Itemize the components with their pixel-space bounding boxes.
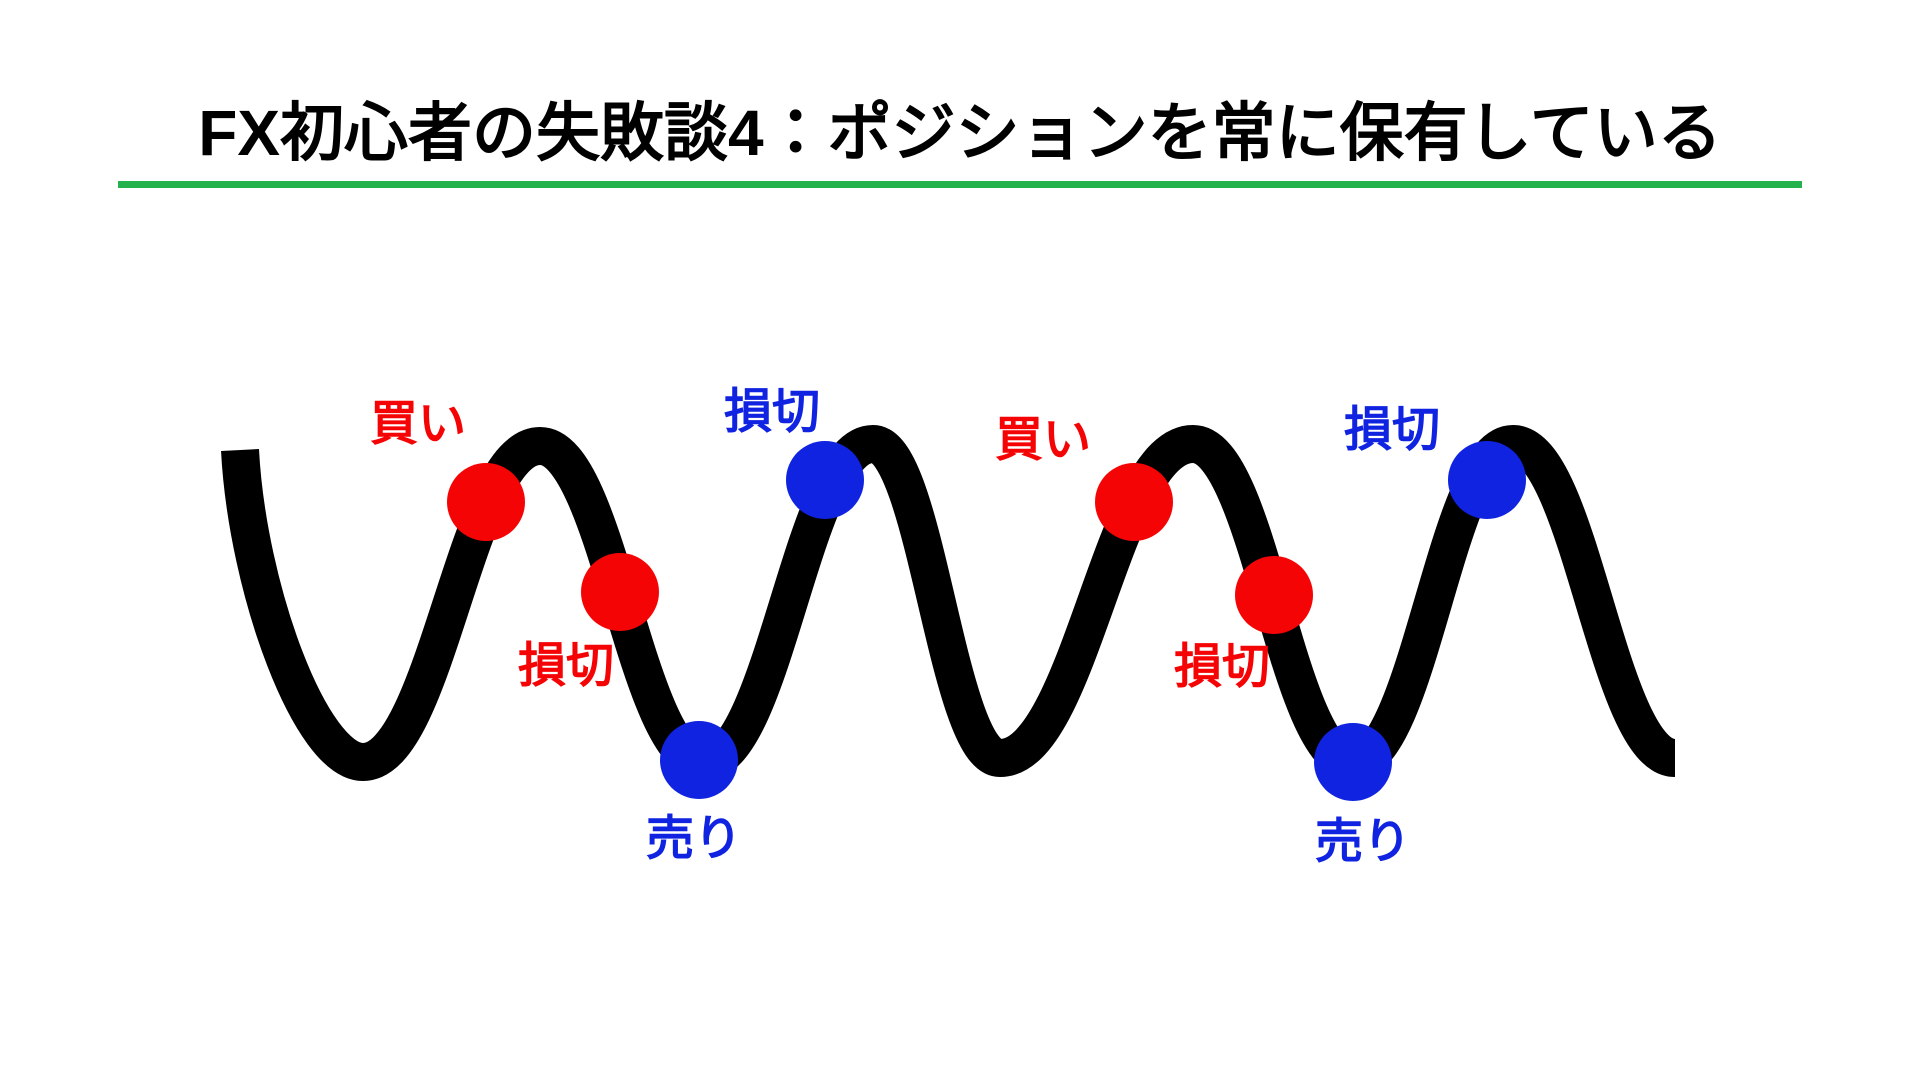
buy-2-label: 買い bbox=[995, 414, 1091, 467]
buy-1-label: 買い bbox=[370, 398, 466, 451]
stop-loss-1-dot bbox=[581, 553, 659, 631]
sell-1-dot bbox=[660, 721, 738, 799]
title-underline bbox=[118, 181, 1802, 188]
stop-loss-3-dot bbox=[1235, 556, 1313, 634]
sell-2-label: 売り bbox=[1315, 816, 1411, 869]
sell-1-label: 売り bbox=[646, 813, 742, 866]
page-title: FX初心者の失敗談4：ポジションを常に保有している bbox=[198, 97, 1722, 169]
stop-loss-1-label: 損切 bbox=[518, 640, 614, 693]
stop-loss-2-label: 損切 bbox=[724, 386, 820, 439]
stop-loss-4-label: 損切 bbox=[1344, 404, 1440, 457]
stop-loss-4-dot bbox=[1448, 441, 1526, 519]
stop-loss-2-dot bbox=[786, 441, 864, 519]
price-wave-path bbox=[221, 425, 1679, 781]
buy-1-dot bbox=[447, 463, 525, 541]
sell-2-dot bbox=[1314, 723, 1392, 801]
stop-loss-3-label: 損切 bbox=[1174, 641, 1270, 694]
buy-2-dot bbox=[1095, 463, 1173, 541]
